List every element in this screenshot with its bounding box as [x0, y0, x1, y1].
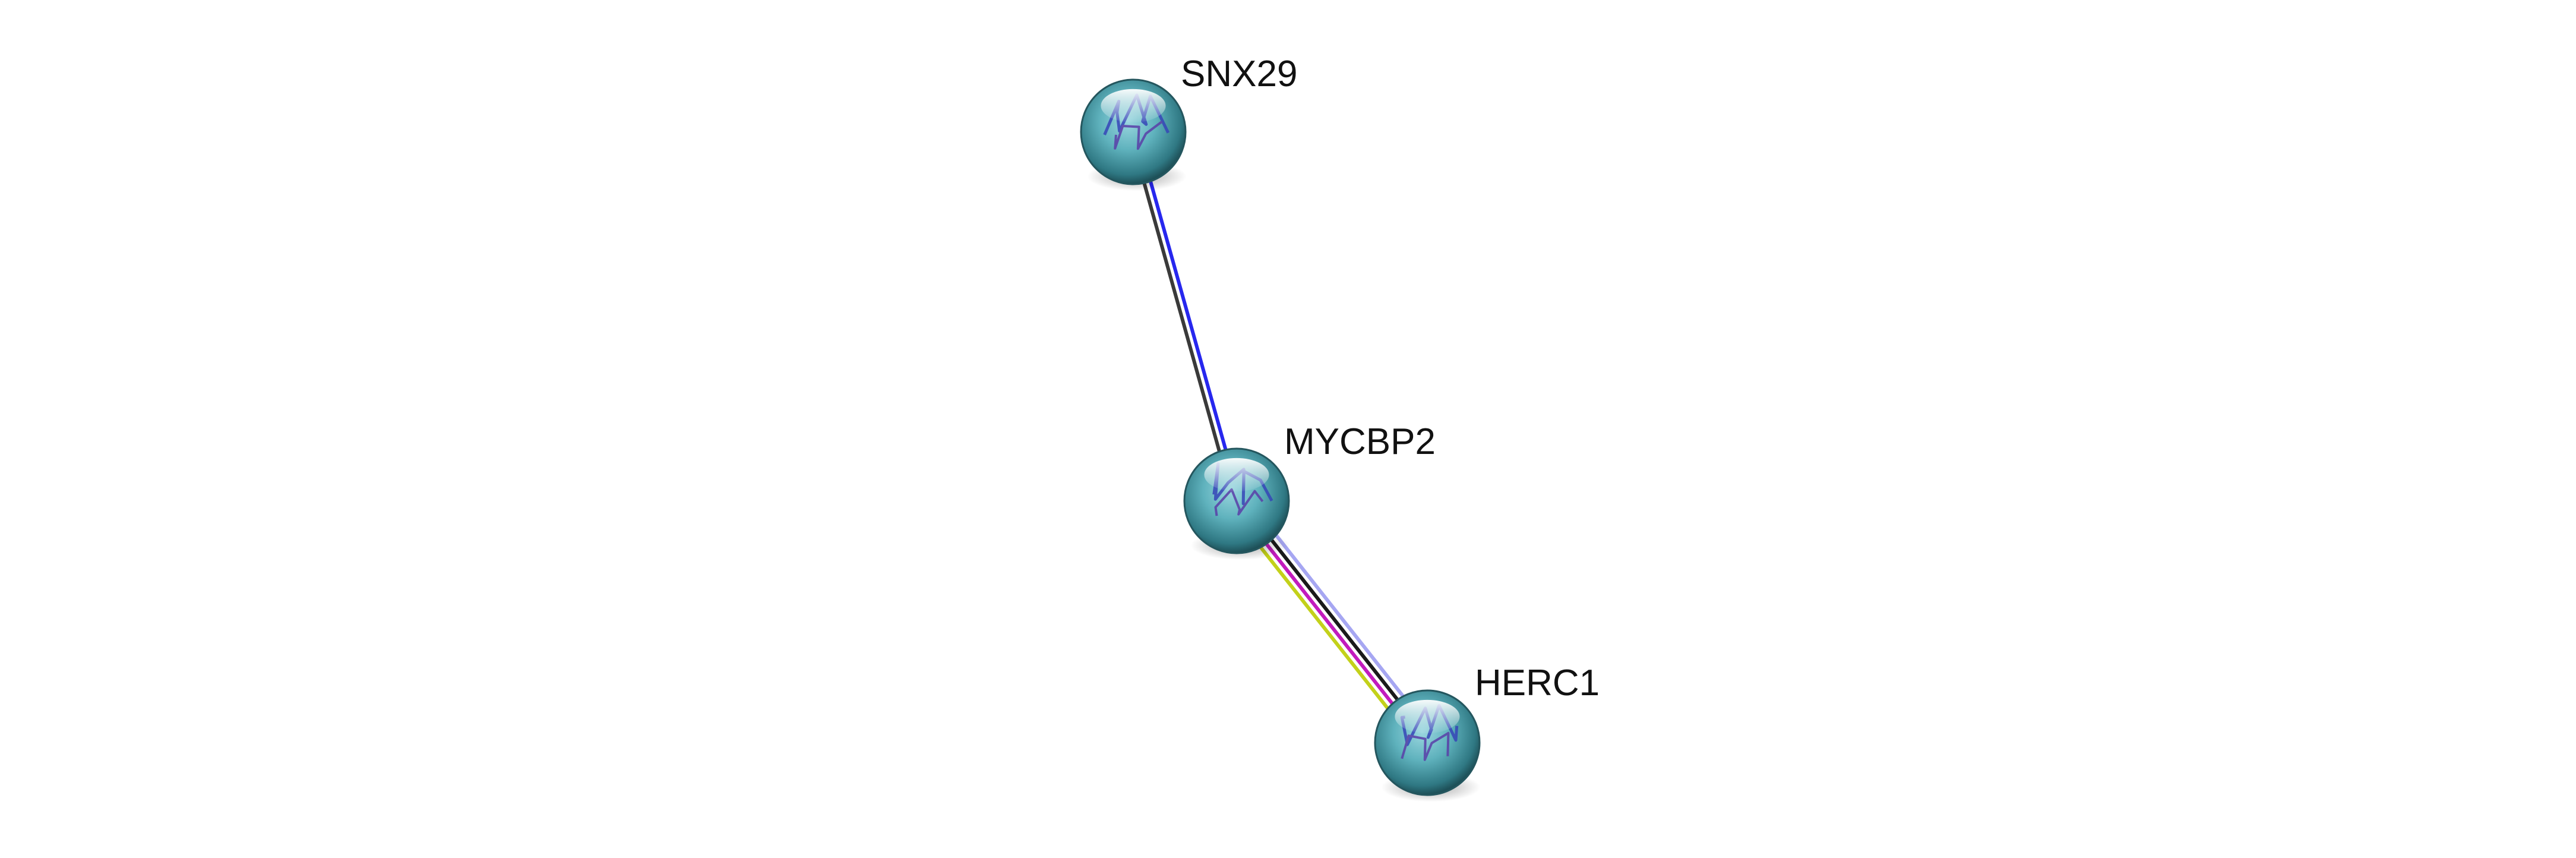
node-mycbp2[interactable]: MYCBP2	[1183, 421, 1436, 560]
edge-snx29-mycbp2[interactable]	[1128, 129, 1242, 504]
edge-evidence-line	[1134, 129, 1242, 502]
node-snx29[interactable]: SNX29	[1080, 53, 1297, 191]
node-label-snx29: SNX29	[1181, 53, 1297, 94]
node-label-herc1: HERC1	[1475, 663, 1600, 704]
node-label-mycbp2: MYCBP2	[1284, 421, 1436, 462]
node-highlight	[1395, 699, 1460, 734]
node-highlight	[1101, 89, 1166, 123]
node-herc1[interactable]: HERC1	[1374, 663, 1600, 802]
edge-evidence-line	[1128, 131, 1235, 504]
node-highlight	[1204, 458, 1269, 492]
